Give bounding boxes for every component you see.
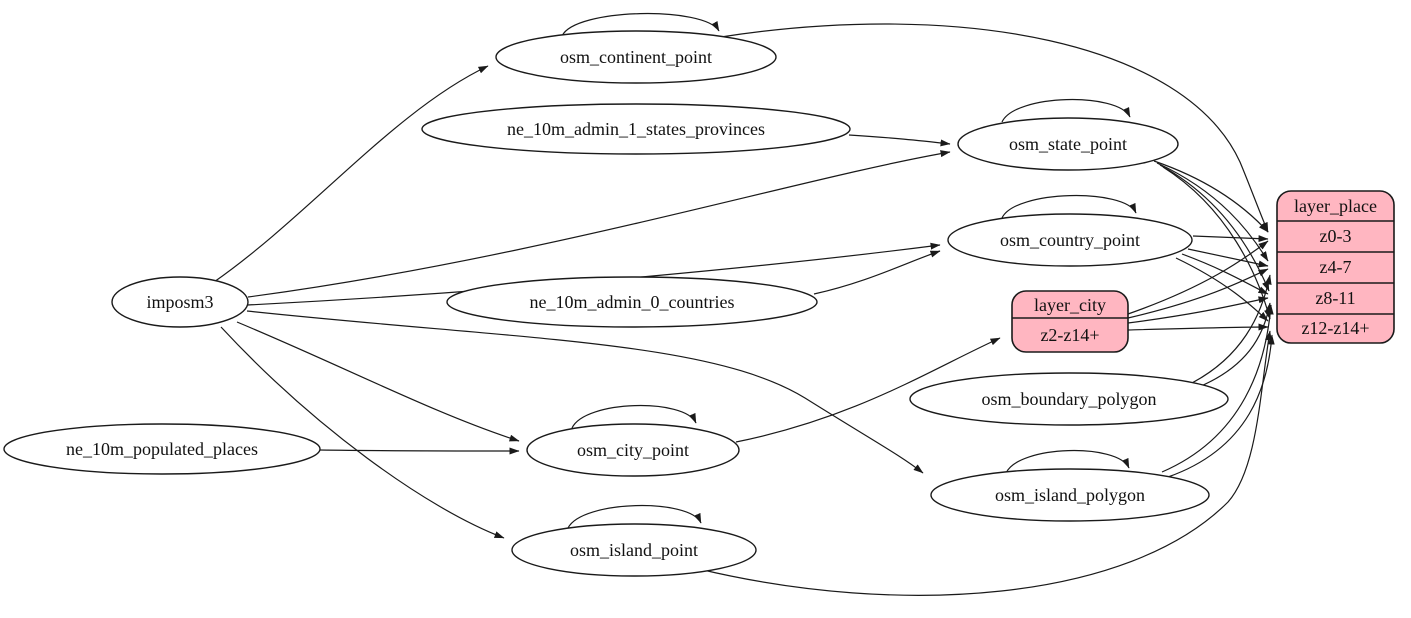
edge-layer_city-to-layer_place-z8-11	[1127, 296, 1269, 324]
edge-layer_city-to-layer_place-z12-z14+	[1127, 323, 1269, 331]
node-layer_place: layer_place z0-3 z4-7 z8-11 z12-z14+	[1276, 190, 1395, 344]
edge-imposm3-to-osm_country_point	[247, 242, 941, 306]
zoom-row-layer_place-1: z4-7	[1320, 257, 1352, 277]
edge-osm_state_point-to-osm_state_point	[1001, 98, 1131, 123]
edge-ne_10m_admin_1_states_provinces-to-osm_state_point	[848, 134, 951, 147]
table-shape-osm_city_point	[526, 423, 740, 477]
edge-osm_state_point-to-layer_place-z4-7	[1156, 162, 1269, 262]
edges-layer	[213, 13, 1275, 596]
edge-osm_boundary_polygon-to-layer_place-z4-7	[1187, 274, 1272, 386]
zoom-row-layer_place-3: z12-z14+	[1301, 318, 1369, 338]
edge-osm_country_point-to-layer_place-z8-11	[1181, 253, 1269, 295]
node-osm_island_polygon: osm_island_polygon	[930, 468, 1210, 522]
layer-title-layer_city: layer_city	[1034, 295, 1106, 315]
table-shape-osm_continent_point	[495, 30, 777, 84]
table-label-osm_country_point: osm_country_point	[1000, 230, 1140, 250]
table-shape-imposm3	[111, 276, 249, 328]
edge-osm_island_point-to-osm_island_point	[567, 504, 702, 529]
node-osm_boundary_polygon: osm_boundary_polygon	[909, 372, 1229, 426]
edge-osm_island_polygon-to-layer_place-z8-11	[1161, 304, 1274, 473]
edge-osm_boundary_polygon-to-layer_place-z8-11	[1193, 302, 1272, 390]
zoom-row-layer_place-2: z8-11	[1315, 288, 1355, 308]
edge-layer_city-to-layer_place-z4-7	[1127, 268, 1269, 319]
table-label-ne_10m_populated_places: ne_10m_populated_places	[66, 439, 258, 459]
table-shape-ne_10m_admin_0_countries	[446, 276, 818, 328]
edge-osm_island_polygon-to-layer_place-z12-z14+	[1167, 334, 1275, 478]
table-shape-ne_10m_admin_1_states_provinces	[421, 103, 851, 155]
edge-osm_state_point-to-layer_place-z8-11	[1159, 164, 1270, 292]
layer-title-layer_place: layer_place	[1294, 196, 1377, 216]
edge-osm_continent_point-to-layer_place-z0-3	[720, 23, 1269, 233]
table-label-osm_continent_point: osm_continent_point	[560, 47, 712, 67]
node-osm_state_point: osm_state_point	[957, 117, 1179, 171]
edge-osm_state_point-to-layer_place-z0-3	[1153, 160, 1269, 233]
table-label-osm_boundary_polygon: osm_boundary_polygon	[982, 389, 1157, 409]
edge-imposm3-to-osm_island_point	[220, 326, 505, 539]
table-label-ne_10m_admin_0_countries: ne_10m_admin_0_countries	[530, 292, 735, 312]
table-shape-osm_boundary_polygon	[909, 372, 1229, 426]
table-label-osm_island_polygon: osm_island_polygon	[995, 485, 1145, 505]
edge-osm_island_point-to-layer_place-z12-z14+	[698, 330, 1272, 596]
table-label-ne_10m_admin_1_states_provinces: ne_10m_admin_1_states_provinces	[507, 119, 765, 139]
edge-osm_city_point-to-layer_city-z2-z14+	[735, 337, 1001, 443]
edge-osm_island_polygon-to-osm_island_polygon	[1005, 449, 1130, 474]
edge-osm_country_point-to-layer_place-z4-7	[1187, 248, 1269, 268]
edge-osm_continent_point-to-osm_continent_point	[561, 13, 720, 37]
node-osm_continent_point: osm_continent_point	[495, 30, 777, 84]
edge-ne_10m_populated_places-to-osm_city_point	[319, 447, 520, 455]
node-ne_10m_admin_0_countries: ne_10m_admin_0_countries	[446, 276, 818, 328]
edge-osm_state_point-to-layer_place-z12-z14+	[1162, 166, 1271, 320]
edge-imposm3-to-osm_state_point	[247, 150, 951, 298]
layer-shape-layer_city	[1011, 290, 1129, 353]
table-label-imposm3: imposm3	[146, 292, 213, 312]
node-imposm3: imposm3	[111, 276, 249, 328]
table-shape-osm_country_point	[947, 213, 1193, 267]
node-ne_10m_populated_places: ne_10m_populated_places	[3, 423, 321, 475]
node-osm_island_point: osm_island_point	[511, 523, 757, 577]
table-label-osm_city_point: osm_city_point	[577, 440, 689, 460]
zoom-row-layer_place-0: z0-3	[1320, 226, 1352, 246]
zoom-row-layer_city-0: z2-z14+	[1040, 325, 1099, 345]
table-shape-osm_island_point	[511, 523, 757, 577]
edge-osm_country_point-to-layer_place-z0-3	[1192, 235, 1269, 243]
edge-imposm3-to-osm_island_polygon	[246, 310, 924, 474]
edge-ne_10m_admin_0_countries-to-osm_country_point	[813, 250, 941, 295]
table-shape-ne_10m_populated_places	[3, 423, 321, 475]
edge-osm_city_point-to-osm_city_point	[571, 404, 697, 429]
edge-imposm3-to-osm_continent_point	[213, 65, 489, 283]
node-osm_city_point: osm_city_point	[526, 423, 740, 477]
table-shape-osm_island_polygon	[930, 468, 1210, 522]
node-osm_country_point: osm_country_point	[947, 213, 1193, 267]
node-ne_10m_admin_1_states_provinces: ne_10m_admin_1_states_provinces	[421, 103, 851, 155]
edge-imposm3-to-osm_city_point	[236, 321, 520, 442]
edge-osm_country_point-to-layer_place-z12-z14+	[1175, 257, 1269, 322]
table-shape-osm_state_point	[957, 117, 1179, 171]
table-label-osm_state_point: osm_state_point	[1009, 134, 1127, 154]
node-layer_city: layer_city z2-z14+	[1011, 290, 1129, 353]
table-label-osm_island_point: osm_island_point	[570, 540, 698, 560]
layer-shape-layer_place	[1276, 190, 1395, 344]
nodes-layer: imposm3 ne_10m_populated_places ne_10m_adm…	[3, 30, 1395, 577]
edge-osm_country_point-to-osm_country_point	[1001, 194, 1137, 219]
